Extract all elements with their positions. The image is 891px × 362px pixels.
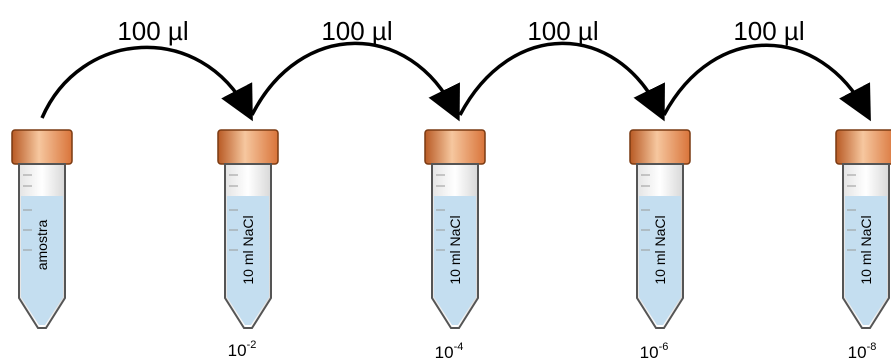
tube-liquid bbox=[227, 196, 269, 325]
transfer-arrow-4 bbox=[662, 43, 871, 122]
tube-liquid bbox=[639, 196, 681, 325]
tube-sample: amostra bbox=[11, 129, 73, 329]
transfer-volume-label: 100 µl bbox=[527, 16, 598, 46]
tube-dilution-4: 10 ml NaCl 10-8 bbox=[835, 129, 891, 362]
tube-content-label: 10 ml NaCl bbox=[447, 215, 463, 284]
transfer-volume-label: 100 µl bbox=[733, 16, 804, 46]
transfer-arrows bbox=[40, 41, 871, 122]
tube-dilution-1: 10 ml NaCl 10-2 bbox=[217, 129, 279, 360]
transfer-volume-label: 100 µl bbox=[321, 16, 392, 46]
dilution-label: 10-4 bbox=[435, 341, 464, 362]
tube-liquid bbox=[434, 196, 476, 325]
tube-content-label: 10 ml NaCl bbox=[858, 215, 874, 284]
tube-content-label: amostra bbox=[34, 220, 50, 271]
transfer-arrow-1 bbox=[40, 45, 253, 122]
tube-content-label: 10 ml NaCl bbox=[652, 215, 668, 284]
tube-content-label: 10 ml NaCl bbox=[240, 215, 256, 284]
tube-dilution-2: 10 ml NaCl 10-4 bbox=[424, 129, 486, 362]
tube-cap bbox=[835, 129, 891, 165]
tube-dilution-3: 10 ml NaCl 10-6 bbox=[629, 129, 691, 362]
tube-cap bbox=[424, 129, 486, 165]
dilution-label: 10-8 bbox=[848, 341, 877, 362]
tube-liquid bbox=[21, 196, 63, 325]
transfer-volume-label: 100 µl bbox=[117, 16, 188, 46]
transfer-arrow-3 bbox=[458, 41, 665, 122]
tube-cap bbox=[217, 129, 279, 165]
tube-liquid bbox=[845, 196, 887, 325]
tube-cap bbox=[629, 129, 691, 165]
dilution-label: 10-6 bbox=[640, 341, 669, 362]
tube-cap bbox=[11, 129, 73, 165]
volume-labels: 100 µl 100 µl 100 µl 100 µl bbox=[117, 16, 804, 46]
transfer-arrow-2 bbox=[250, 41, 460, 122]
dilution-label: 10-2 bbox=[228, 339, 257, 360]
